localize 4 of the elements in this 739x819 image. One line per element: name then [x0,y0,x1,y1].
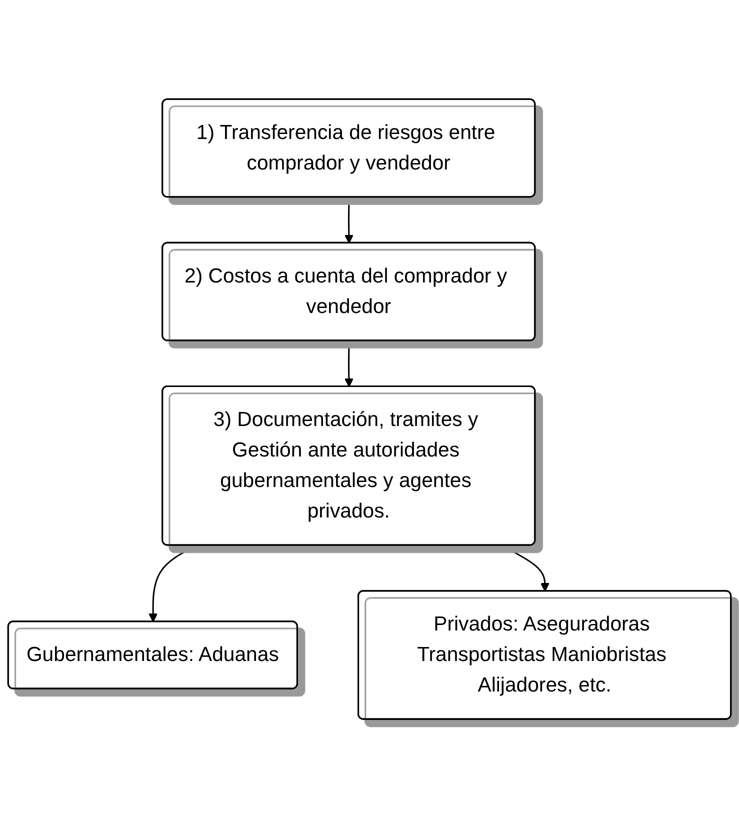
arrow [344,198,354,244]
arrow [344,341,354,388]
arrow [148,545,198,623]
arrow [500,545,550,592]
